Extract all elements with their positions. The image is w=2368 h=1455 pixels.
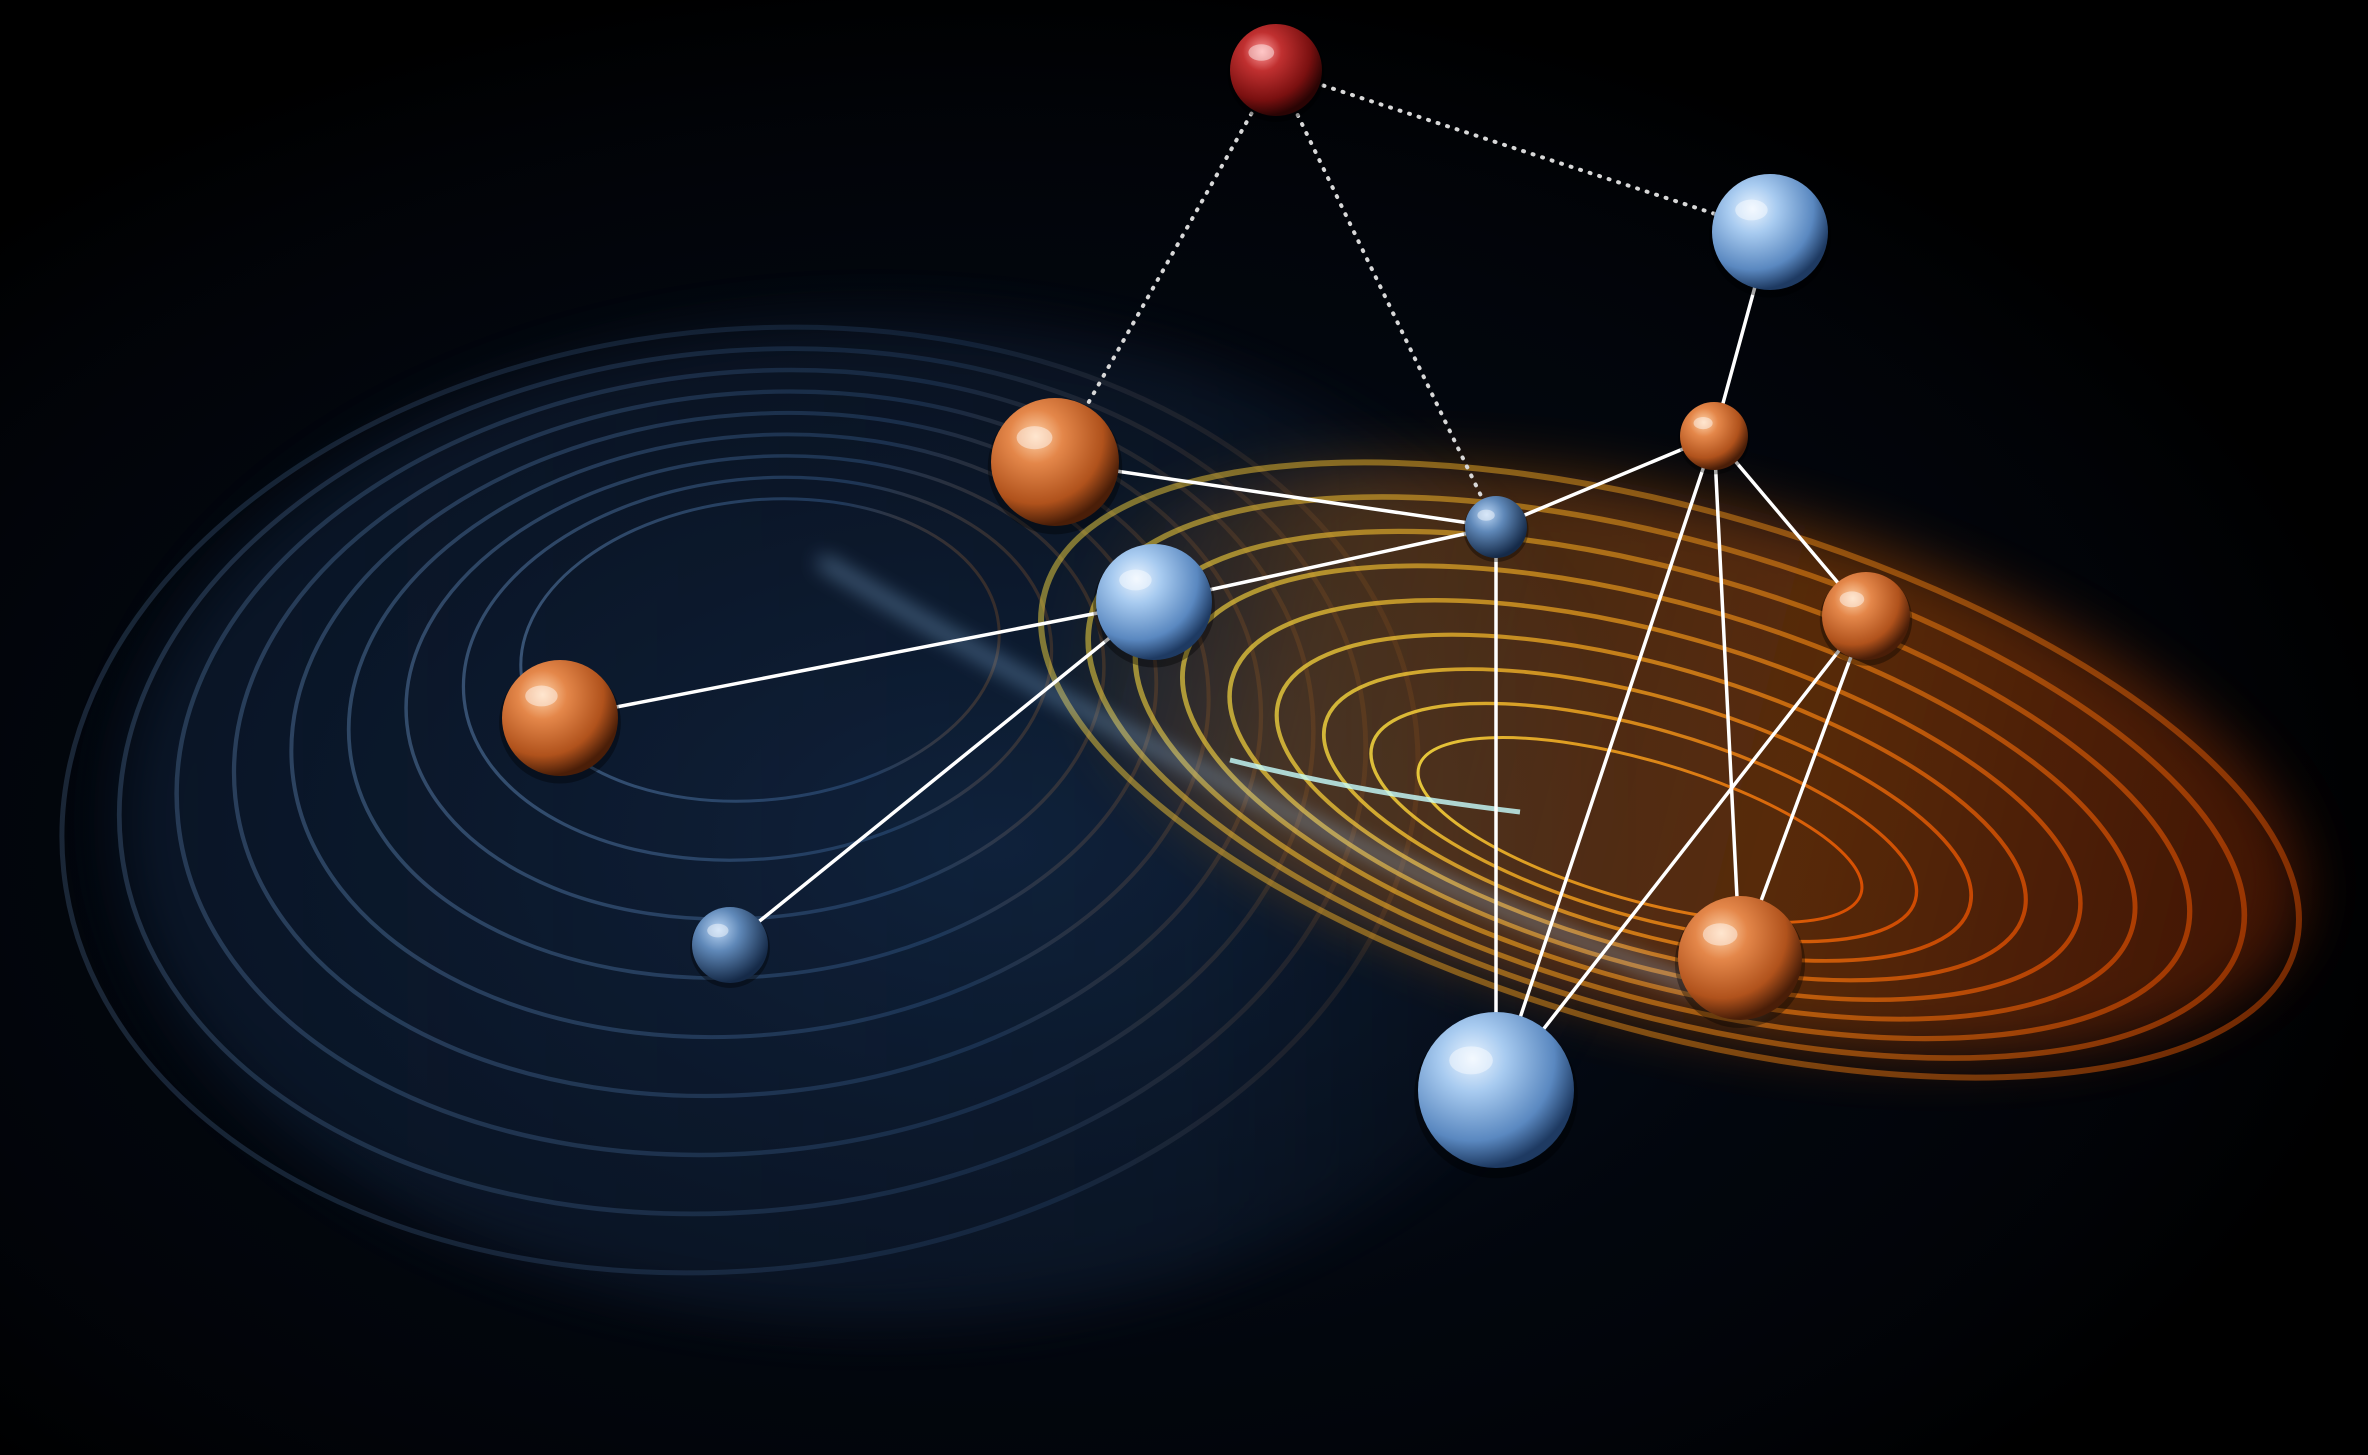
attractor-crossing-streak xyxy=(817,555,1762,1015)
edge-n_mid_orange_right-n_center_small_blue xyxy=(1494,434,1716,529)
attractor-blue-ring xyxy=(461,475,1054,862)
attractor-orange-ring xyxy=(1038,459,2302,1081)
node-highlight-n_bottom_blue xyxy=(1449,1046,1493,1075)
edge-n_mid_orange_right-n_bottom_blue xyxy=(1494,434,1716,1092)
network-edges xyxy=(558,68,1868,1092)
attractor-orange-ring xyxy=(1416,736,1864,924)
node-n_top_right xyxy=(1709,174,1831,298)
node-highlight-n_right_orange xyxy=(1839,591,1865,608)
network-nodes xyxy=(499,24,1913,1179)
edge-n_right_orange-n_bottom_blue xyxy=(1494,614,1868,1092)
edge-n_mid_orange_left-n_center_small_blue xyxy=(1053,460,1498,529)
node-highlight-n_top_right xyxy=(1735,199,1768,221)
edge-n_mid_orange_right-n_lower_right_orange xyxy=(1712,434,1742,960)
attractor-orange-ring xyxy=(1227,598,2083,1002)
node-n_center_small_blue xyxy=(1463,496,1529,563)
node-sphere-n_center_blue xyxy=(1096,544,1212,660)
node-sphere-n_lower_right_orange xyxy=(1678,896,1802,1020)
edge-n_center_blue-n_left_orange xyxy=(558,600,1156,720)
node-highlight-n_left_orange xyxy=(525,685,558,707)
attractor-right-lobe xyxy=(1038,459,2305,1081)
node-n_mid_orange_left xyxy=(987,398,1123,535)
node-highlight-n_lower_right_orange xyxy=(1702,923,1738,946)
edge-n_center_small_blue-n_center_blue xyxy=(1152,525,1498,604)
node-sphere-n_right_orange xyxy=(1822,572,1910,660)
node-highlight-n_mid_orange_left xyxy=(1016,426,1053,450)
node-n_left_orange xyxy=(499,660,621,784)
node-n_center_blue xyxy=(1093,544,1215,668)
attractor-orange-ring xyxy=(1321,667,1974,963)
node-sphere-n_mid_orange_right xyxy=(1680,402,1748,470)
node-sphere-n_top_right xyxy=(1712,174,1828,290)
edge-n_top-n_center_small_blue xyxy=(1274,68,1498,529)
node-highlight-n_center_blue xyxy=(1119,569,1152,591)
node-highlight-n_lower_left_blue xyxy=(707,923,729,938)
node-n_lower_right_orange xyxy=(1674,896,1806,1029)
node-sphere-n_left_orange xyxy=(502,660,618,776)
node-sphere-n_lower_left_blue xyxy=(692,907,768,983)
node-n_lower_left_blue xyxy=(690,907,770,988)
node-sphere-n_bottom_blue xyxy=(1418,1012,1574,1168)
edge-n_center_blue-n_lower_left_blue xyxy=(728,600,1156,947)
attractor-orange-ring xyxy=(1180,563,2138,1022)
node-highlight-n_top xyxy=(1248,44,1275,61)
node-highlight-n_center_small_blue xyxy=(1477,509,1495,521)
node-sphere-n_center_small_blue xyxy=(1465,496,1527,558)
node-highlight-n_mid_orange_right xyxy=(1693,416,1713,430)
node-n_bottom_blue xyxy=(1414,1012,1578,1179)
node-n_mid_orange_right xyxy=(1678,402,1750,475)
attractor-crossing-core xyxy=(1229,757,1521,815)
attractor-orange-ring xyxy=(1369,701,1919,944)
node-n_right_orange xyxy=(1819,572,1913,666)
node-sphere-n_top xyxy=(1230,24,1322,116)
node-sphere-n_mid_orange_left xyxy=(991,398,1119,526)
node-n_top xyxy=(1227,24,1325,122)
edge-n_top-n_top_right xyxy=(1274,68,1772,234)
